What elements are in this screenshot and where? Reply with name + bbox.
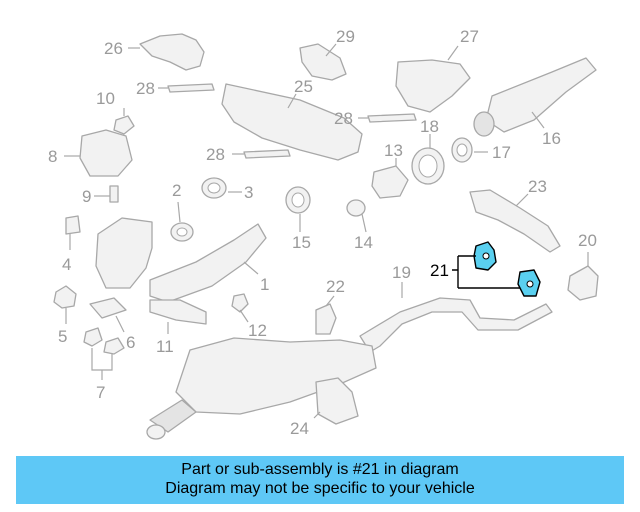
callout-10: 10 bbox=[96, 89, 115, 108]
callout-8: 8 bbox=[48, 147, 57, 166]
callout-19: 19 bbox=[392, 263, 411, 282]
part-15-gasket bbox=[285, 186, 311, 232]
part-3-gasket bbox=[201, 177, 242, 199]
banner-line-1: Part or sub-assembly is #21 in diagram bbox=[181, 461, 459, 478]
part-8-mount bbox=[64, 129, 133, 177]
callout-15: 15 bbox=[292, 233, 311, 252]
callout-23: 23 bbox=[528, 177, 547, 196]
callout-16: 16 bbox=[542, 129, 561, 148]
callout-18: 18 bbox=[420, 117, 439, 136]
part-29-bracket bbox=[299, 43, 347, 81]
callout-3: 3 bbox=[244, 183, 253, 202]
part-28-strip-top bbox=[158, 83, 215, 93]
part-5-nut bbox=[53, 285, 77, 324]
callout-6: 6 bbox=[126, 333, 135, 352]
part-9-stud bbox=[94, 185, 119, 203]
callout-1: 1 bbox=[260, 275, 269, 294]
callout-28b: 28 bbox=[334, 109, 353, 128]
callout-28a: 28 bbox=[136, 79, 155, 98]
part-25-tunnel-shield bbox=[221, 83, 363, 161]
callout-21: 21 bbox=[430, 261, 449, 280]
callout-9: 9 bbox=[82, 187, 91, 206]
callout-4: 4 bbox=[62, 255, 71, 274]
callout-11: 11 bbox=[156, 337, 174, 356]
part-manifold bbox=[95, 217, 153, 289]
part-19-pipe bbox=[359, 282, 553, 353]
part-22-hanger bbox=[315, 295, 337, 335]
part-23-heat-shield bbox=[469, 189, 561, 253]
callout-12: 12 bbox=[248, 321, 267, 340]
callout-22: 22 bbox=[326, 277, 345, 296]
part-21-insulator-lower[interactable] bbox=[517, 269, 541, 297]
part-11-flange bbox=[149, 299, 207, 334]
part-24-bracket bbox=[313, 377, 359, 425]
callout-24: 24 bbox=[290, 419, 309, 438]
part-13-clamp bbox=[371, 158, 409, 199]
banner-line-2: Diagram may not be specific to your vehi… bbox=[165, 480, 475, 497]
callout-7: 7 bbox=[96, 383, 105, 402]
callout-29: 29 bbox=[336, 27, 355, 46]
part-12-bolt bbox=[231, 293, 249, 323]
part-2-gasket bbox=[170, 201, 194, 242]
part-14-gasket bbox=[346, 199, 367, 233]
callout-2: 2 bbox=[172, 181, 181, 200]
part-18-clamp bbox=[411, 134, 445, 185]
part-28-strip-mid bbox=[358, 113, 417, 123]
part-20-clamp bbox=[567, 252, 599, 301]
part-28-strip-low bbox=[232, 149, 291, 159]
callout-27: 27 bbox=[460, 27, 479, 46]
part-7-nuts bbox=[83, 327, 125, 380]
part-16-converter bbox=[473, 57, 597, 137]
parts-diagram: 1 2 3 4 5 6 7 8 9 10 11 12 13 14 15 16 1… bbox=[48, 27, 599, 440]
part-1-converter bbox=[149, 223, 267, 303]
part-26-heat-shield bbox=[128, 33, 205, 71]
info-banner: Part or sub-assembly is #21 in diagram D… bbox=[16, 456, 624, 504]
callout-5: 5 bbox=[58, 327, 67, 346]
callout-26: 26 bbox=[104, 39, 123, 58]
callout-14: 14 bbox=[354, 233, 373, 252]
part-17-gasket bbox=[451, 137, 488, 163]
callout-13: 13 bbox=[384, 141, 403, 160]
callout-28c: 28 bbox=[206, 145, 225, 164]
part-6-gasket bbox=[89, 297, 127, 333]
callout-25: 25 bbox=[294, 77, 313, 96]
callout-17: 17 bbox=[492, 143, 511, 162]
part-27-shield bbox=[395, 45, 471, 113]
part-muffler bbox=[146, 337, 377, 440]
callout-21-leader bbox=[452, 255, 520, 289]
callout-20: 20 bbox=[578, 231, 597, 250]
part-4-clip bbox=[65, 215, 81, 250]
part-10-nut bbox=[113, 108, 135, 135]
part-21-insulator-upper[interactable] bbox=[473, 241, 497, 271]
